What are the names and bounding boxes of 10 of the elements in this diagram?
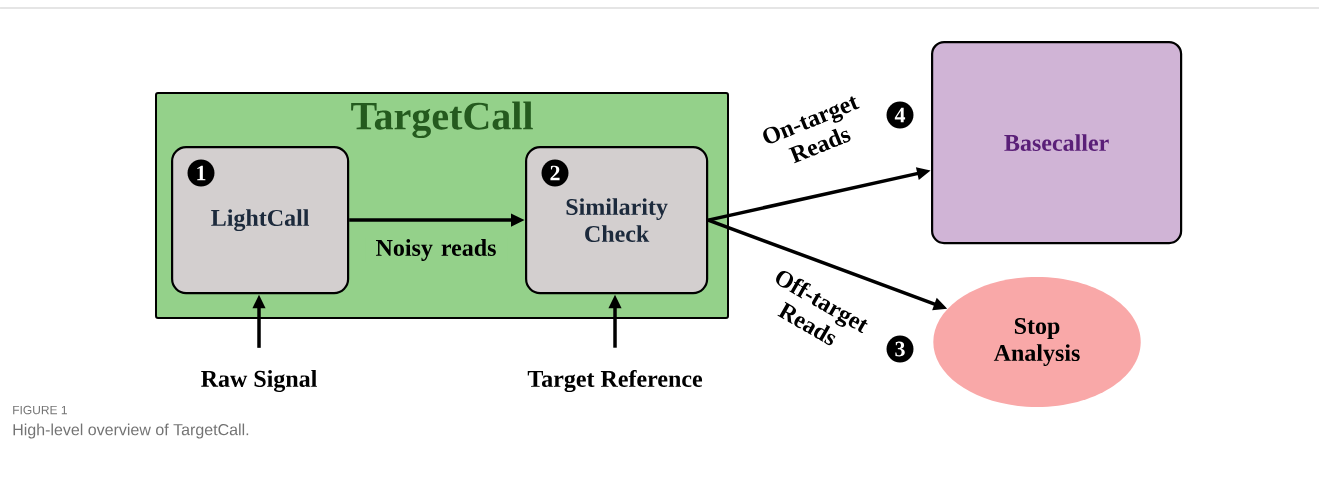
process-box: Similarity Check 2 xyxy=(525,146,709,295)
callout-number: 3 xyxy=(886,335,914,363)
process-box: Basecaller xyxy=(931,41,1183,245)
figure-number: FIGURE 1 xyxy=(13,405,67,415)
process-box: LightCall 1 xyxy=(171,146,350,295)
edge-label: Noisy reads xyxy=(365,238,507,262)
callout-number: 4 xyxy=(886,101,914,129)
caption: High-level overview of TargetCall. xyxy=(13,423,249,439)
input-label: Target Reference xyxy=(527,369,703,393)
input-label: Raw Signal xyxy=(201,370,317,392)
